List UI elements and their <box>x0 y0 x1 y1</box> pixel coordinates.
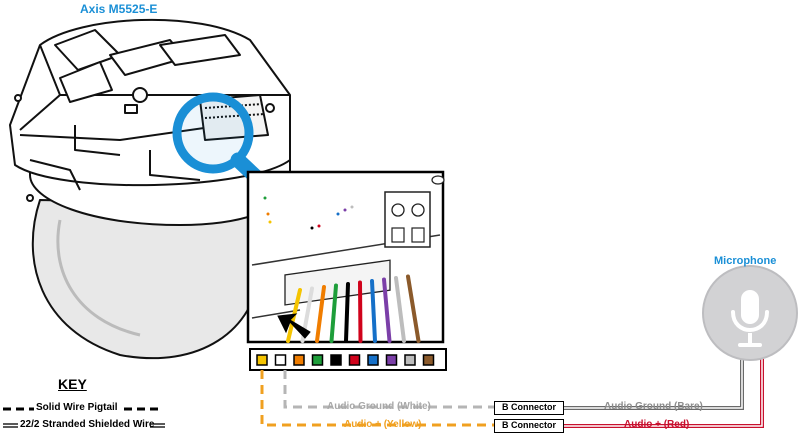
key-title: KEY <box>58 376 87 392</box>
microphone-title: Microphone <box>714 255 777 267</box>
zoom-wire-9 <box>394 276 406 343</box>
terminal-pin-8 <box>385 354 398 366</box>
zoom-wire-6 <box>358 280 363 343</box>
terminal-zoom-view <box>246 170 445 344</box>
pin-square-group <box>256 354 435 366</box>
terminal-pin-5 <box>330 354 342 366</box>
key-legend-lines <box>3 407 165 428</box>
zoom-wire-5 <box>344 282 350 343</box>
label-audio-plus-red: Audio + (Red) <box>624 419 690 430</box>
zoom-wire-3 <box>315 285 326 343</box>
audio-plus-wire <box>260 370 494 427</box>
audio-ground-wire <box>283 370 494 409</box>
label-audio-plus-yellow: Audio + (Yellow) <box>344 419 422 430</box>
terminal-pin-9 <box>404 354 416 366</box>
terminal-pin-1 <box>256 354 268 366</box>
terminal-pin-4 <box>311 354 324 366</box>
terminal-pin-3 <box>293 354 305 366</box>
zoom-wire-7 <box>370 279 377 343</box>
device-title: Axis M5525-E <box>80 2 158 16</box>
label-audio-ground-white: Audio Ground (White) <box>327 401 431 412</box>
b-connector-ground: B Connector <box>494 401 564 415</box>
key-shielded-wire-label: 22/2 Stranded Shielded Wire <box>20 419 155 430</box>
shielded-ground-wire <box>564 355 744 410</box>
key-solid-wire-label: Solid Wire Pigtail <box>36 402 118 413</box>
arrow-icon <box>277 313 311 339</box>
zoom-wire-4 <box>329 283 338 343</box>
terminal-pin-2 <box>274 354 287 366</box>
terminal-pin-6 <box>348 354 361 366</box>
zoom-wire-group <box>286 274 421 343</box>
zoom-wire-8 <box>382 277 392 343</box>
label-audio-ground-bare: Audio Ground (Bare) <box>604 401 703 412</box>
terminal-pin-10 <box>422 354 435 366</box>
zoom-wire-10 <box>406 274 421 343</box>
terminal-pin-7 <box>367 354 379 366</box>
shielded-red-wire <box>564 355 764 428</box>
b-connector-audio-plus: B Connector <box>494 419 564 433</box>
microphone-icon <box>702 265 798 361</box>
